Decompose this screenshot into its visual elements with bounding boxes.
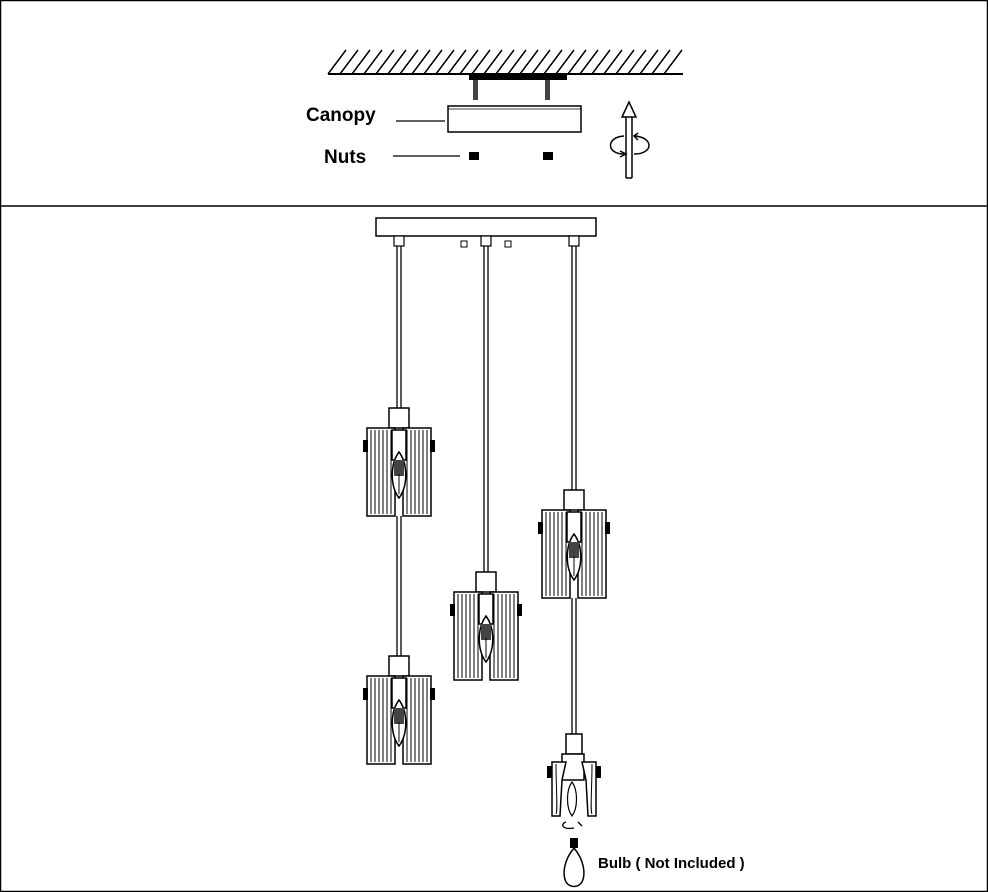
canopy-label: Canopy [306,105,376,126]
suspension-cords [396,246,577,734]
mounting-bracket [469,74,567,100]
bulb-label: Bulb ( Not Included ) [598,855,745,872]
ceiling [327,49,683,75]
bulb-icon [563,838,585,888]
pendant-shade-exploded [547,733,601,830]
pendant-shade-3 [449,571,523,681]
pendant-shade-4 [537,489,611,599]
nuts-label: Nuts [324,147,366,168]
pendant-shade-1 [362,407,436,517]
rotate-tighten-icon [609,100,650,179]
pendant-shade-2 [362,655,436,765]
canopy-shape [447,105,582,133]
ceiling-plate [375,217,597,248]
nut-left [469,152,479,160]
nut-right [543,152,553,160]
